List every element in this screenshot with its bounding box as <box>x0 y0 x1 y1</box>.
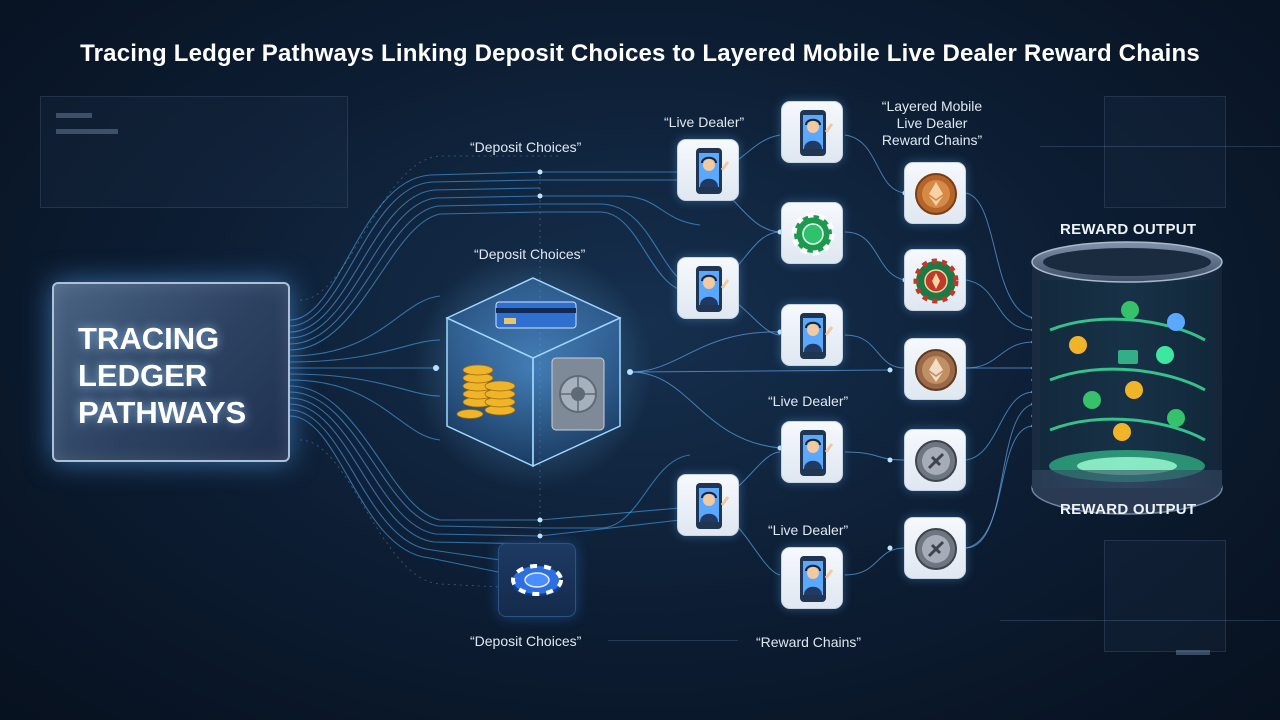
live-dealer-phone-icon <box>781 304 843 366</box>
deposit-choices-label: “Deposit Choices” <box>474 246 586 262</box>
bronze-crypto-coin-icon <box>904 338 966 400</box>
reward-output-label: REWARD OUTPUT <box>1060 221 1197 238</box>
live-dealer-phone-icon <box>677 257 739 319</box>
decorative-bar <box>56 113 92 118</box>
red-poker-chip-icon <box>904 249 966 311</box>
live-dealer-phone-icon <box>677 139 739 201</box>
decorative-line <box>608 640 738 641</box>
decorative-panel <box>1104 540 1226 652</box>
decorative-panel <box>40 96 348 208</box>
decorative-panel <box>1104 96 1226 208</box>
live-dealer-phone-icon <box>677 474 739 536</box>
decorative-line <box>1000 620 1280 621</box>
decorative-bar <box>1176 650 1210 655</box>
reward-output-label: REWARD OUTPUT <box>1060 501 1197 518</box>
blue-poker-chip-icon <box>498 543 576 617</box>
decorative-bar <box>56 129 118 134</box>
decorative-line <box>1040 146 1280 147</box>
silver-crypto-coin-icon <box>904 429 966 491</box>
live-dealer-label: “Live Dealer” <box>664 114 745 130</box>
green-poker-chip-icon <box>781 202 843 264</box>
live-dealer-label: “Live Dealer” <box>768 522 849 538</box>
source-box-text: TRACING LEDGER PATHWAYS <box>78 321 247 430</box>
live-dealer-label: “Live Dealer” <box>768 393 849 409</box>
deposit-cube <box>413 250 653 490</box>
deposit-choices-label: “Deposit Choices” <box>470 633 582 649</box>
reward-output-cylinder <box>1031 241 1223 515</box>
live-dealer-phone-icon <box>781 101 843 163</box>
layered-chains-label: “Layered Mobile Live Dealer Reward Chain… <box>881 98 983 148</box>
bronze-crypto-coin-icon <box>904 162 966 224</box>
live-dealer-phone-icon <box>781 421 843 483</box>
reward-chains-label: “Reward Chains” <box>756 634 862 650</box>
diagram-title: Tracing Ledger Pathways Linking Deposit … <box>80 40 1200 67</box>
deposit-choices-label: “Deposit Choices” <box>470 139 582 155</box>
silver-crypto-coin-icon <box>904 517 966 579</box>
live-dealer-phone-icon <box>781 547 843 609</box>
source-box: TRACING LEDGER PATHWAYS <box>52 282 290 462</box>
